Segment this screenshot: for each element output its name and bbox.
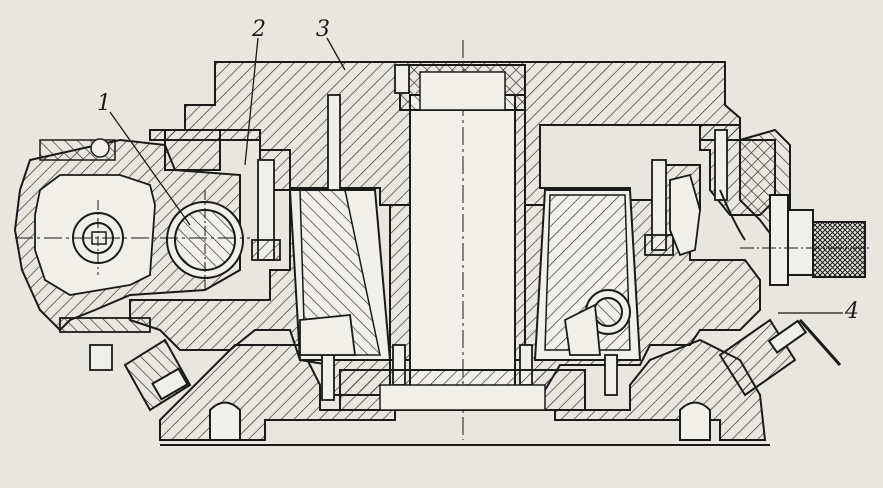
leader-lines (109, 37, 843, 314)
label-part-1: 1 (97, 91, 111, 116)
label-part-4: 4 (844, 299, 859, 324)
knurled-knob (812, 221, 866, 278)
label-part-2: 2 (251, 17, 266, 42)
label-part-3: 3 (316, 17, 330, 42)
